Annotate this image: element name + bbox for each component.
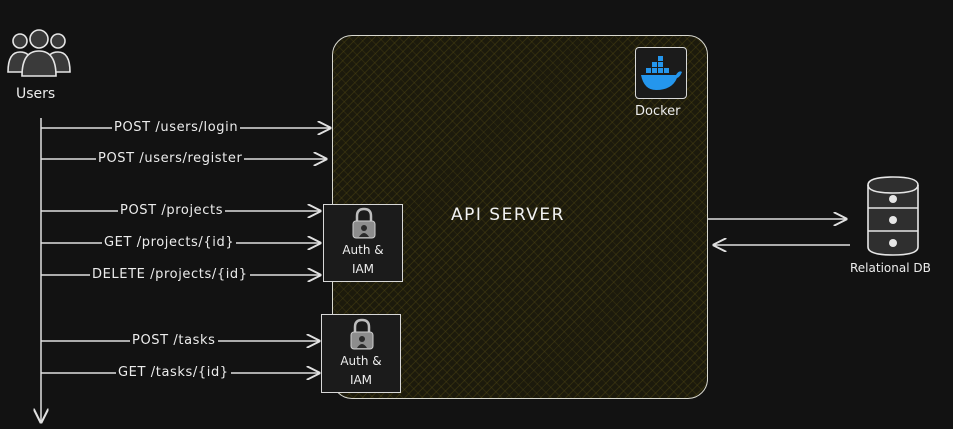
endpoint-label: POST /users/register [96,151,245,166]
auth-iam-box [321,314,401,393]
users-label: Users [16,86,56,102]
auth-label-line2: IAM [351,262,375,276]
users-icon [7,29,71,77]
auth-label-line1: Auth & [340,354,382,368]
endpoint-label: GET /tasks/{id} [116,365,231,380]
endpoint-label: POST /users/login [112,120,241,135]
database-label: Relational DB [850,261,931,275]
lock-icon [350,318,374,350]
auth-label-line1: Auth & [342,243,384,257]
docker-logo-box [635,47,687,99]
lock-icon [352,207,376,239]
database-icon [867,176,919,256]
endpoint-label: DELETE /projects/{id} [90,267,250,282]
docker-icon [641,56,682,90]
auth-iam-box [323,204,403,282]
auth-label-line2: IAM [349,373,373,387]
endpoint-label: GET /projects/{id} [102,235,237,250]
api-server-title: API SERVER [451,205,565,225]
endpoint-label: POST /projects [118,203,226,218]
docker-label: Docker [635,104,681,119]
endpoint-label: POST /tasks [130,333,218,348]
